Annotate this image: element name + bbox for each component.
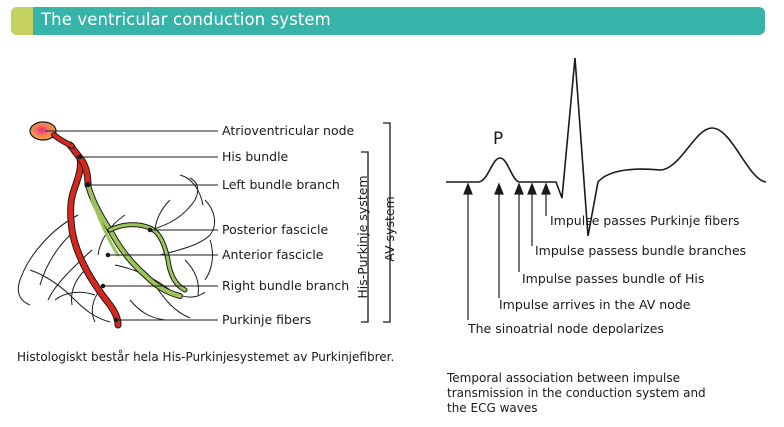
ecg-caption-line-3: the ECG waves bbox=[447, 401, 538, 415]
label-right-bundle-branch: Right bundle branch bbox=[222, 278, 350, 293]
label-posterior-fascicle: Posterior fascicle bbox=[222, 222, 329, 237]
label-purkinje-fibers: Purkinje fibers bbox=[222, 312, 312, 327]
anatomy-caption: Histologiskt består hela His-Purkinjesys… bbox=[17, 350, 395, 364]
purkinje-network bbox=[17, 174, 216, 323]
left-bundle-fascicles bbox=[85, 182, 188, 299]
system-brackets bbox=[361, 122, 391, 323]
annotation-purkinje: Impulse passes Purkinje fibers bbox=[550, 213, 740, 228]
annotation-bundle-branches: Impulse passess bundle branches bbox=[535, 243, 747, 258]
page-title: The ventricular conduction system bbox=[41, 10, 331, 29]
label-av-system: AV system bbox=[382, 196, 397, 262]
annotation-bundle-of-his: Impulse passes bundle of His bbox=[522, 271, 705, 286]
label-his-purkinje-system: His-Purkinje system bbox=[355, 175, 370, 299]
banner-accent bbox=[11, 7, 33, 35]
label-left-bundle-branch: Left bundle branch bbox=[222, 177, 340, 192]
title-banner: The ventricular conduction system bbox=[11, 7, 765, 35]
annotation-av-node: Impulse arrives in the AV node bbox=[499, 297, 691, 312]
label-av-node: Atrioventricular node bbox=[222, 123, 355, 138]
p-wave-label: P bbox=[493, 129, 504, 149]
ecg-trace bbox=[446, 57, 767, 237]
ecg-caption-line-1: Temporal association between impulse bbox=[447, 371, 680, 385]
leader-lines bbox=[45, 130, 218, 323]
label-anterior-fascicle: Anterior fascicle bbox=[222, 247, 324, 262]
annotation-sinoatrial: The sinoatrial node depolarizes bbox=[468, 321, 664, 336]
label-his-bundle: His bundle bbox=[222, 149, 289, 164]
ecg-arrows bbox=[463, 182, 551, 320]
ecg-caption-line-2: transmission in the conduction system an… bbox=[447, 386, 706, 400]
